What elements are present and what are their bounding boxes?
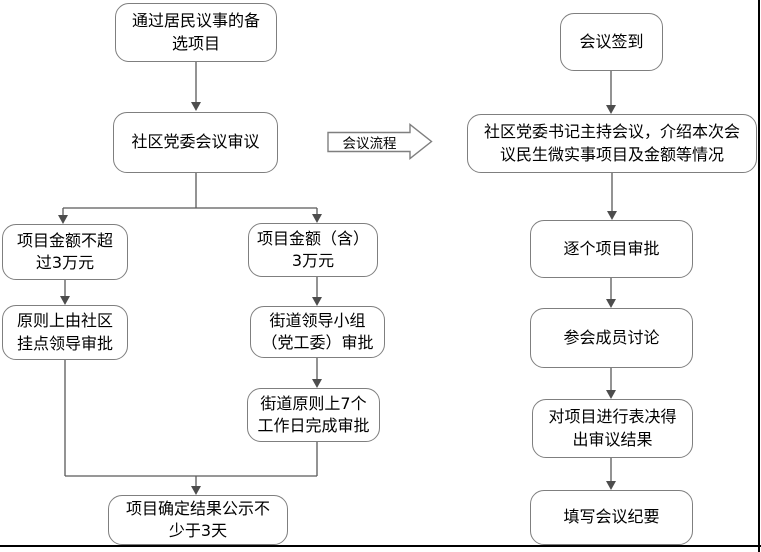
arrow-down-icon (312, 379, 322, 388)
node-vote-and-review-result: 对项目进行表决得 出审议结果 (532, 399, 693, 458)
page-border-right (758, 0, 760, 552)
arrow-down-icon (60, 296, 70, 305)
node-amount-under-30k: 项目金额不超 过3万元 (2, 224, 128, 280)
arrow-down-icon (191, 486, 201, 495)
node-result-publicity-3-days: 项目确定结果公示不 少于3天 (108, 495, 288, 545)
node-street-7-workdays-approval: 街道原则上7个 工作日完成审批 (247, 388, 380, 442)
node-write-meeting-minutes: 填写会议纪要 (530, 490, 693, 545)
arrow-down-icon (58, 215, 68, 224)
node-project-by-project-approval: 逐个项目审批 (530, 220, 693, 278)
node-amount-30k-or-more: 项目金额（含） 3万元 (248, 223, 378, 277)
node-community-leader-approval: 原则上由社区 挂点领导审批 (2, 305, 128, 360)
arrow-down-icon (191, 102, 201, 111)
node-secretary-hosts-meeting: 社区党委书记主持会议，介绍本次会 议民生微实事项目及金额等情况 (467, 114, 757, 173)
arrow-down-icon (312, 214, 322, 223)
node-community-party-committee-review: 社区党委会议审议 (113, 112, 278, 173)
arrow-down-icon (606, 481, 616, 490)
node-street-leading-group-approval: 街道领导小组 （党工委）审批 (250, 306, 385, 358)
arrow-down-icon (606, 390, 616, 399)
banner-meeting-process-label: 会议流程 (342, 135, 397, 152)
node-attendee-discussion: 参会成员讨论 (530, 308, 693, 368)
arrow-down-icon (312, 297, 322, 306)
arrow-down-icon (606, 299, 616, 308)
node-meeting-sign-in: 会议签到 (560, 13, 663, 71)
arrowhead-icons (58, 102, 617, 495)
arrow-down-icon (606, 105, 616, 114)
page-border-bottom (0, 545, 761, 547)
connector-lines (62, 62, 613, 487)
block-arrow-right-icon (327, 123, 433, 160)
arrow-down-icon (607, 211, 617, 220)
node-candidate-projects: 通过居民议事的备 选项目 (115, 3, 277, 62)
